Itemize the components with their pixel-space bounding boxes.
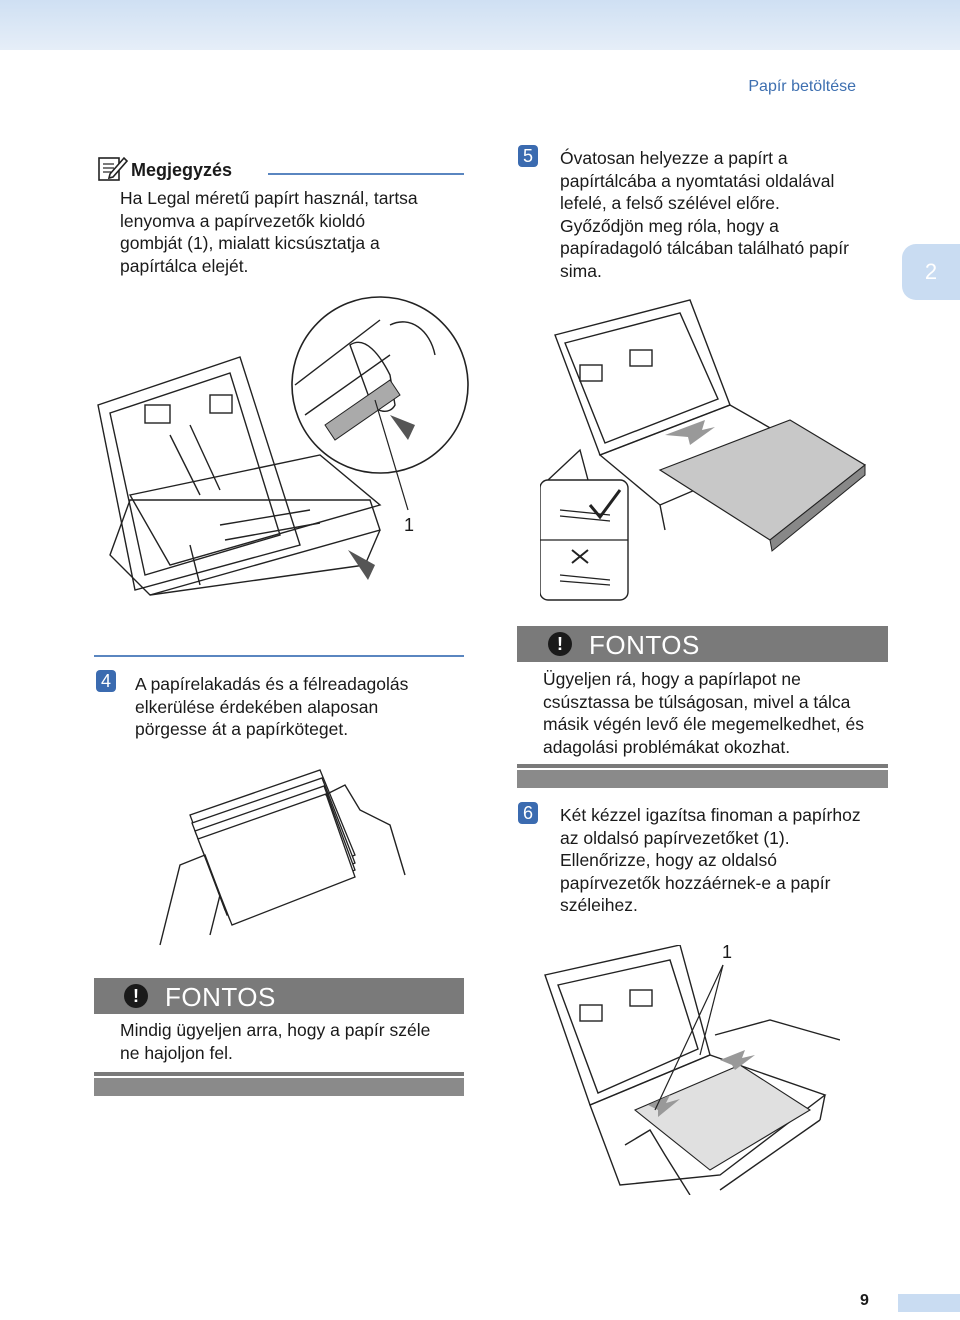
- important-left-title: FONTOS: [165, 982, 276, 1012]
- tray-callout-1: 1: [404, 515, 415, 535]
- warning-exclamation-icon: !: [548, 632, 572, 656]
- note-divider: [268, 173, 464, 175]
- note-body: Ha Legal méretű papírt használ, tartsa l…: [120, 188, 418, 276]
- step-4-text: A papírelakadás és a félreadagolás elker…: [135, 674, 409, 739]
- running-header: Papír betöltése: [748, 78, 856, 95]
- important-right-title: FONTOS: [589, 630, 700, 660]
- guides-callout-1: 1: [722, 942, 733, 962]
- step-6-marker: 6: [518, 802, 538, 824]
- important-right-rule: [517, 764, 888, 768]
- important-right-footer: [517, 770, 888, 788]
- step-4-marker: 4: [96, 670, 116, 692]
- tray-release-illustration: [97, 296, 469, 596]
- important-left-body: Mindig ügyeljen arra, hogy a papír széle…: [120, 1020, 431, 1063]
- step-4-divider: [94, 655, 464, 657]
- note-pencil-icon: [98, 156, 128, 181]
- important-left-header: [94, 978, 464, 1014]
- note-title: Megjegyzés: [131, 160, 233, 180]
- page-number-bar: [898, 1294, 960, 1312]
- important-right-body: Ügyeljen rá, hogy a papírlapot ne csúszt…: [543, 669, 865, 757]
- chapter-tab: 2: [902, 244, 960, 300]
- paper-loading-illustration: [540, 299, 867, 601]
- important-left-footer: [94, 1078, 464, 1096]
- warning-exclamation-icon: !: [124, 984, 148, 1008]
- important-left-rule: [94, 1072, 464, 1076]
- step-6-text: Két kézzel igazítsa finoman a papírhoz a…: [560, 805, 861, 915]
- important-right-header: [517, 626, 888, 662]
- top-header-band: [0, 0, 960, 50]
- step-5-marker: 5: [518, 145, 538, 167]
- side-guides-illustration: [544, 945, 840, 1195]
- page-number: 9: [860, 1292, 869, 1309]
- fan-paper-illustration: [159, 769, 406, 946]
- step-5-text: Óvatosan helyezze a papírt a papírtálcáb…: [560, 148, 849, 281]
